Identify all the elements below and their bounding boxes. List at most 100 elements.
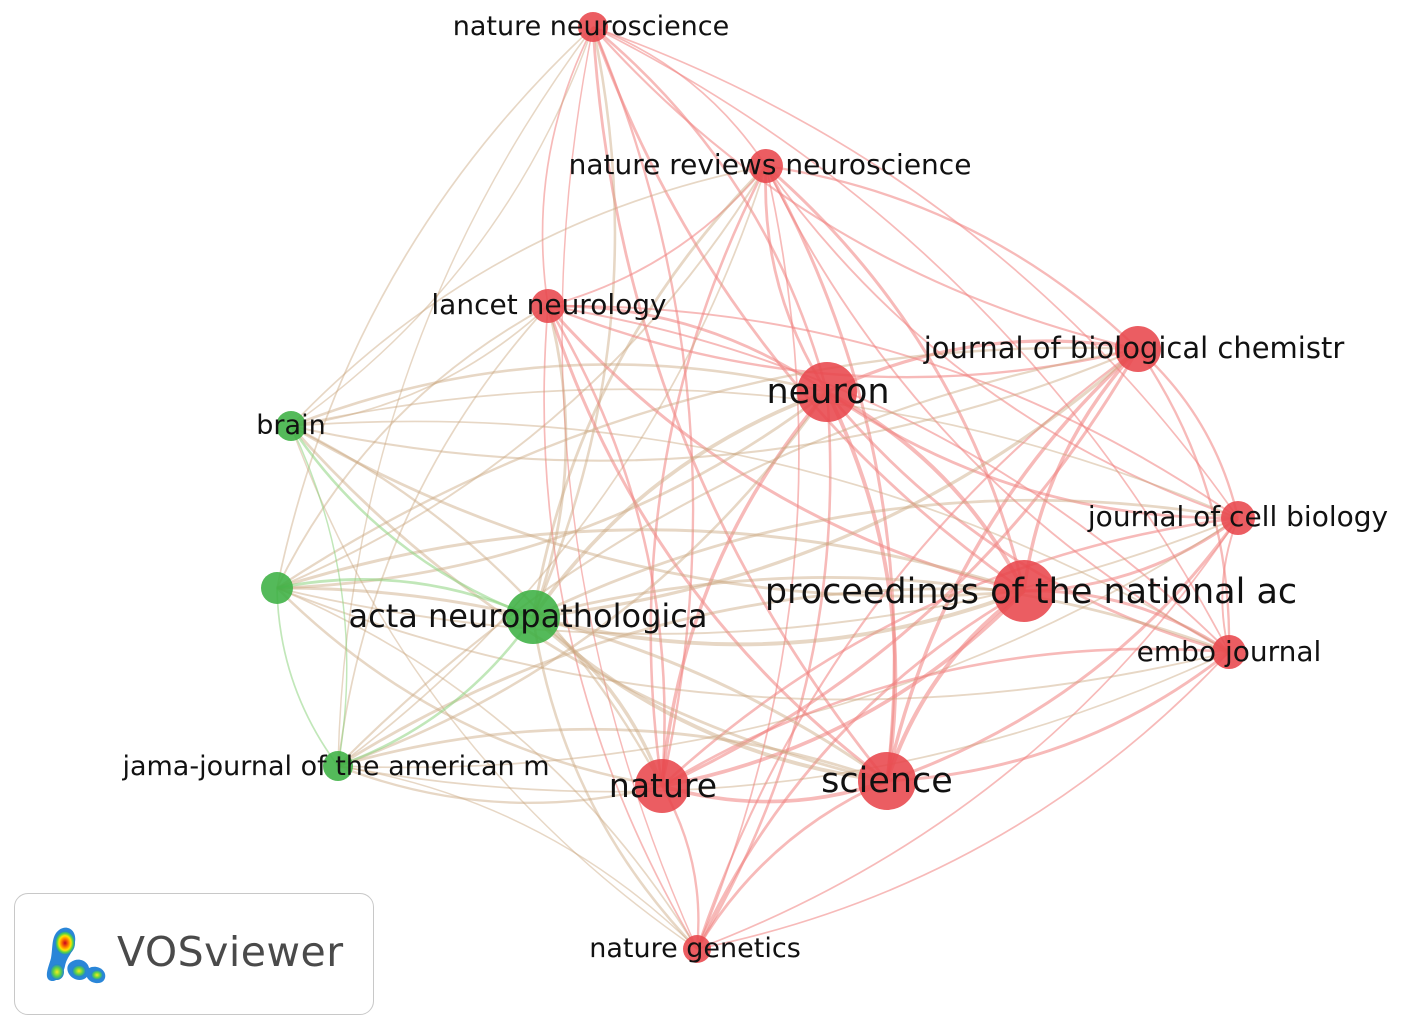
node-nature-genetics[interactable] <box>683 935 711 963</box>
edge-nature-jama-journal-of-the-american-m <box>337 764 663 805</box>
edge-nature-neuroscience-nature-genetics <box>561 26 698 950</box>
node-lancet-neurology[interactable] <box>531 289 565 323</box>
node-label-science: science <box>821 761 953 801</box>
edge-proceedings-of-the-national-ac-nature-genetics <box>695 589 1025 950</box>
edge-embo-journal-nature <box>661 647 1230 788</box>
edge-lancet-neurology-embo-journal <box>547 305 1230 653</box>
edge-nature-neuroscience-nature <box>591 26 695 787</box>
edge-lancet-neurology-science <box>546 305 888 783</box>
edge-nature-brain <box>290 424 664 787</box>
edge-unlabeled-green-acta-neuropathologica <box>276 578 534 619</box>
edge-nature-neuroscience-journal-of-biological-chemistr <box>592 26 1139 351</box>
edge-nature-neuroscience-jama-journal-of-the-american-m <box>337 26 594 767</box>
edge-proceedings-of-the-national-ac-jama-journal-of-the-american-m <box>337 587 1025 768</box>
node-label-nature-genetics: nature genetics <box>589 933 801 964</box>
vosviewer-logo-text: VOSviewer <box>117 928 344 976</box>
node-label-brain: brain <box>256 410 325 441</box>
edge-unlabeled-green-jama-journal-of-the-american-m <box>276 587 339 767</box>
edge-journal-of-biological-chemistr-embo-journal <box>1137 348 1231 653</box>
edge-acta-neuropathologica-jama-journal-of-the-american-m <box>337 616 535 768</box>
node-neuron[interactable] <box>797 362 857 422</box>
node-layer <box>261 12 1255 963</box>
edge-nature-neuroscience-lancet-neurology <box>541 26 594 307</box>
edge-nature-genetics-brain <box>290 425 698 950</box>
edge-proceedings-of-the-national-ac-brain <box>290 424 1025 598</box>
node-label-jama-journal-of-the-american-m: jama-journal of the american m <box>121 751 549 782</box>
edge-science-brain <box>289 425 888 783</box>
edge-nature-reviews-neuroscience-neuron <box>764 165 829 393</box>
edge-journal-of-biological-chemistr-nature-genetics <box>695 348 1139 950</box>
edge-nature-reviews-neuroscience-lancet-neurology <box>547 165 767 307</box>
edge-neuron-acta-neuropathologica <box>531 390 828 619</box>
edge-nature-reviews-neuroscience-unlabeled-green <box>276 165 767 589</box>
edge-proceedings-of-the-national-ac-unlabeled-green <box>276 528 1025 593</box>
edge-nature-reviews-neuroscience-brain <box>290 165 767 427</box>
edge-journal-of-cell-biology-nature-genetics <box>696 517 1239 950</box>
edge-neuron-nature <box>660 390 829 787</box>
edge-neuron-proceedings-of-the-national-ac <box>826 390 1026 592</box>
edge-science-unlabeled-green <box>276 586 888 783</box>
edge-journal-of-biological-chemistr-nature <box>661 348 1140 788</box>
edge-journal-of-biological-chemistr-brain <box>290 348 1139 462</box>
edge-science-nature <box>661 779 888 804</box>
edge-neuron-nature-genetics <box>695 391 832 950</box>
node-journal-of-biological-chemistr[interactable] <box>1115 326 1161 372</box>
edge-neuron-unlabeled-green <box>276 390 828 590</box>
node-label-acta-neuropathologica: acta neuropathologica <box>348 597 707 635</box>
edge-journal-of-biological-chemistr-acta-neuropathologica <box>532 347 1140 619</box>
edge-lancet-neurology-brain <box>290 305 549 427</box>
node-label-nature: nature <box>609 766 717 805</box>
edge-nature-neuroscience-brain <box>290 26 594 427</box>
edge-nature-reviews-neuroscience-journal-of-cell-biology <box>765 165 1239 519</box>
node-nature-neuroscience[interactable] <box>578 12 608 42</box>
node-proceedings-of-the-national-ac[interactable] <box>993 560 1055 622</box>
edge-journal-of-biological-chemistr-jama-journal-of-the-american-m <box>337 347 1139 767</box>
node-acta-neuropathologica[interactable] <box>506 590 560 644</box>
edge-lancet-neurology-jama-journal-of-the-american-m <box>337 305 549 767</box>
node-label-proceedings-of-the-national-ac: proceedings of the national ac <box>765 572 1297 612</box>
edge-journal-of-biological-chemistr-science <box>885 347 1140 782</box>
edge-nature-reviews-neuroscience-acta-neuropathologica <box>531 165 767 618</box>
edge-nature-reviews-neuroscience-jama-journal-of-the-american-m <box>337 165 767 767</box>
node-nature[interactable] <box>635 759 689 813</box>
edge-nature-reviews-neuroscience-nature-genetics <box>696 165 800 950</box>
edge-lancet-neurology-nature <box>546 305 666 787</box>
edge-embo-journal-unlabeled-green <box>276 587 1230 701</box>
edge-lancet-neurology-nature-genetics <box>543 305 698 950</box>
node-label-journal-of-biological-chemistr: journal of biological chemistr <box>923 331 1345 365</box>
node-label-journal-of-cell-biology: journal of cell biology <box>1087 500 1388 533</box>
edge-nature-neuroscience-neuron <box>592 26 829 393</box>
edge-neuron-jama-journal-of-the-american-m <box>337 391 829 768</box>
node-label-lancet-neurology: lancet neurology <box>431 288 666 321</box>
node-embo-journal[interactable] <box>1212 635 1246 669</box>
edge-science-acta-neuropathologica <box>531 615 888 783</box>
edge-neuron-embo-journal <box>825 391 1230 654</box>
node-label-embo-journal: embo journal <box>1137 635 1322 668</box>
edge-embo-journal-brain <box>290 420 1230 653</box>
edge-nature-genetics-unlabeled-green <box>276 587 698 950</box>
node-brain[interactable] <box>276 411 306 441</box>
node-unlabeled-green[interactable] <box>261 572 293 604</box>
node-jama-journal-of-the-american-m[interactable] <box>323 751 353 781</box>
edge-nature-reviews-neuroscience-proceedings-of-the-national-ac <box>765 164 1026 592</box>
node-science[interactable] <box>858 752 916 810</box>
edge-embo-journal-nature-genetics <box>696 651 1230 950</box>
edge-neuron-science <box>825 391 898 782</box>
edge-brain-jama-journal-of-the-american-m <box>290 425 348 767</box>
node-nature-reviews-neuroscience[interactable] <box>749 149 783 183</box>
edge-nature-reviews-neuroscience-journal-of-biological-chemistr <box>765 164 1139 350</box>
edge-nature-reviews-neuroscience-nature <box>649 165 768 787</box>
edge-nature-neuroscience-science <box>591 26 889 782</box>
edge-embo-journal-science <box>886 650 1230 783</box>
node-label-nature-neuroscience: nature neuroscience <box>453 11 730 42</box>
edge-nature-neuroscience-nature-reviews-neuroscience <box>592 26 767 167</box>
edge-layer <box>276 26 1240 950</box>
edge-nature-neuroscience-unlabeled-green <box>276 26 594 589</box>
vosviewer-density-icon <box>46 927 106 984</box>
edge-embo-journal-jama-journal-of-the-american-m <box>337 651 1230 793</box>
node-journal-of-cell-biology[interactable] <box>1221 501 1255 535</box>
edge-journal-of-biological-chemistr-journal-of-cell-biology <box>1137 348 1240 519</box>
edge-neuron-journal-of-biological-chemistr <box>826 339 1139 394</box>
edge-science-nature-genetics <box>695 779 888 950</box>
